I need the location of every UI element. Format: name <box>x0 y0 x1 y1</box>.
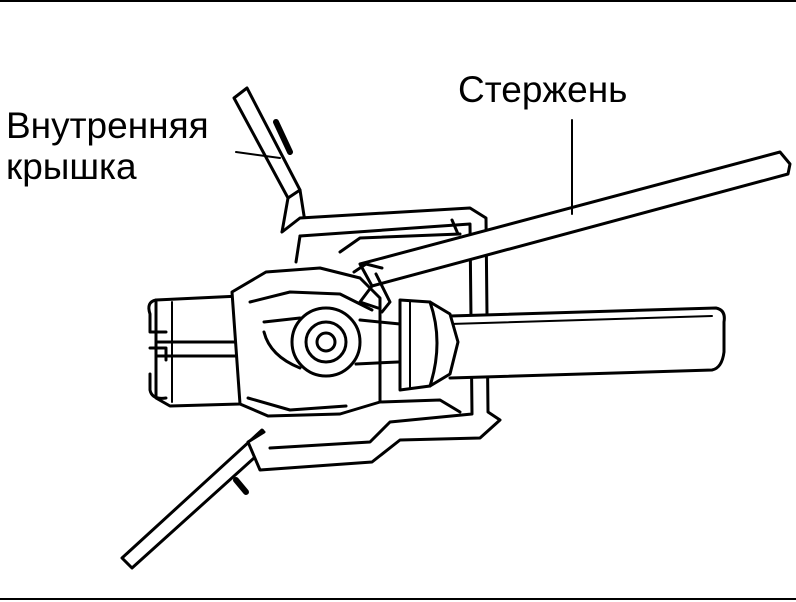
leader-lines <box>235 119 573 215</box>
inner-cover-leader-line <box>235 151 281 159</box>
inner-cover-label-line1: Внутренняя <box>6 105 209 146</box>
joint-collar <box>398 298 460 392</box>
inner-cover-label-line2: крышка <box>6 145 137 187</box>
left-housing <box>147 294 242 408</box>
rod <box>352 150 792 314</box>
shaft <box>448 306 726 380</box>
inner-cover-label: Внутренняя крышка <box>6 105 236 187</box>
inner-cover-upper-tab <box>232 86 332 238</box>
universal-joint-yoke <box>230 266 402 418</box>
rod-label: Стержень <box>458 69 628 110</box>
